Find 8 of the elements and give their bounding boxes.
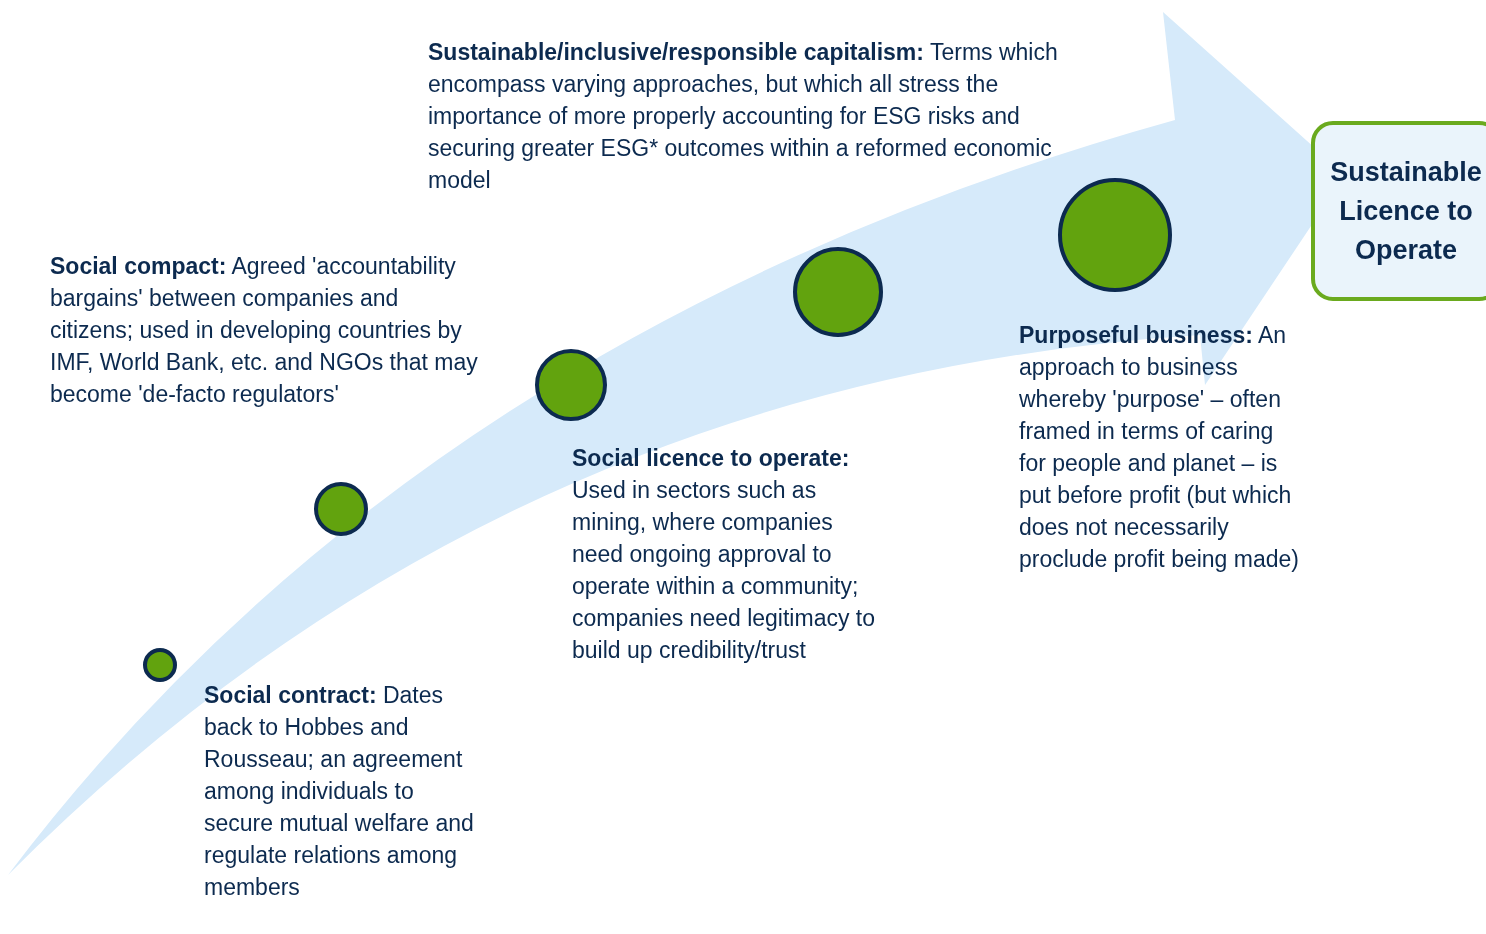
description-text: Social contract: Dates back to Hobbes and Rousseau; an agreement among individuals to secure mutual welfare and regulate relations among members: [204, 681, 474, 902]
circle-marker: [143, 648, 177, 682]
description-text: Social compact: Agreed 'accountability bargains' between companies and citizens; used in developing countries by IMF, World Bank, etc. and NGOs that may become 'de-facto regulators': [50, 252, 479, 409]
description-text: Sustainable/inclusive/responsible capitalism: Terms which encompass varying approaches, but which all stress the importance of more properly accounting for ESG risks and securing greater ESG* outcomes within a reformed economic model: [428, 38, 1059, 195]
description-text: Social licence to operate: Used in sectors such as mining, where companies need ongoing approval to operate within a community; companies need legitimacy to build up credibility/trust: [572, 444, 876, 665]
circle-marker: [314, 482, 368, 536]
description-text: Purposeful business: An approach to business whereby 'purpose' – often framed in terms of caring for people and planet – is put before profit (but which does not necessarily proclude profit being made): [1019, 321, 1300, 574]
goal-box: Sustainable Licence to Operate: [1311, 121, 1486, 301]
